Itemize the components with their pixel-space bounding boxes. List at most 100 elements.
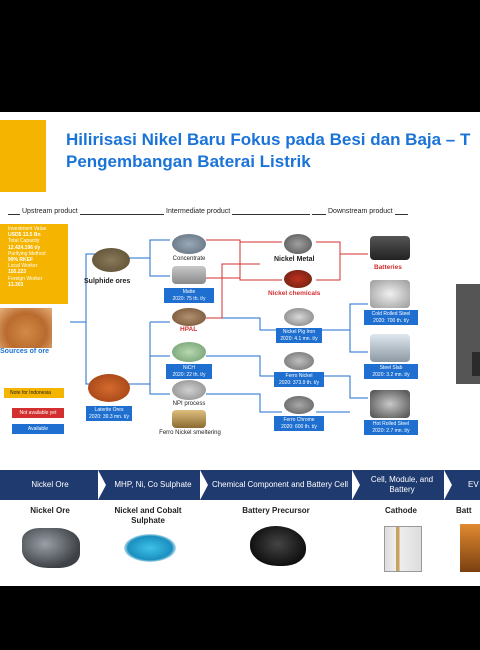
sulphide-ores-image — [92, 248, 130, 272]
nickel-pig-iron-image — [284, 308, 314, 326]
steel-slab-label: Steel Slab — [379, 365, 403, 371]
upstream-label: Upstream product — [20, 208, 80, 215]
legend-available: Available — [12, 424, 64, 434]
hot-rolled-capacity: 2020: 2.7 mn. t/y — [372, 427, 410, 434]
npi-badge: Nickel Pig Iron 2020: 4.1 mn. t/y — [276, 328, 322, 343]
upstream-header: Upstream product — [8, 208, 98, 220]
info-line: USD$ 13.5 Bn — [8, 232, 41, 239]
cold-rolled-label: Cold Rolled Steel — [371, 311, 411, 317]
info-line: Foreign Worker — [8, 275, 43, 282]
battery-image — [460, 524, 480, 572]
info-line: Purifying Method — [8, 250, 46, 257]
info-line: Investment Value — [8, 226, 47, 232]
npi-process-image — [172, 380, 206, 400]
laterite-ores-image — [88, 374, 130, 402]
ferro-smelting-image — [172, 410, 206, 428]
nich-capacity: 2020: 22 th. t/y — [172, 371, 206, 378]
flow-connectors — [70, 239, 368, 413]
precursor-image — [250, 526, 306, 566]
ferro-chrome-badge: Ferro Chrome 2020: 600 th. t/y — [274, 416, 324, 431]
step-ev: EV — [468, 480, 479, 489]
downstream-label: Downstream product — [326, 208, 395, 215]
legend-not-available: Not available yet — [12, 408, 64, 418]
laterite-ores-badge: Laterite Ores 2020: 39.3 mn. t/y — [86, 406, 132, 421]
ferro-chrome-image — [284, 396, 314, 414]
ore-pile-image — [0, 308, 52, 348]
slide-title-line2: Pengembangan Baterai Listrik — [66, 152, 311, 171]
nich-badge: NiCH 2020: 22 th. t/y — [166, 364, 212, 379]
sources-of-ore-label: Sources of ore — [0, 348, 50, 355]
downstream-header: Downstream product — [312, 208, 408, 220]
concentrate-label: Concentrate — [172, 256, 206, 262]
ferro-nickel-badge: Ferro Nickel 2020: 373.9 th. t/y — [274, 372, 324, 387]
nickel-ore-image — [22, 528, 80, 568]
steel-slab-capacity: 2020: 3.2 mn. t/y — [372, 371, 410, 378]
legend-note: Note for Indonesia — [4, 388, 64, 398]
presentation-slide: Hilirisasi Nikel Baru Fokus pada Besi da… — [0, 112, 480, 586]
info-line: 13.303 — [8, 281, 24, 288]
intermediate-header: Intermediate product — [98, 208, 310, 220]
matte-capacity: 2020: 75 th. t/y — [172, 295, 206, 302]
product-nickel-ore-label: Nickel Ore — [30, 506, 70, 515]
info-line: Total Capacity — [8, 238, 40, 245]
nickel-metal-label: Nickel Metal — [274, 256, 315, 263]
nickel-metal-image — [284, 234, 312, 254]
hpal-image — [172, 308, 206, 326]
cold-rolled-image — [370, 280, 410, 308]
nich-image — [172, 342, 206, 362]
laterite-ores-capacity: 2020: 39.3 mn. t/y — [88, 413, 130, 420]
ferro-nickel-label: Ferro Nickel — [285, 373, 313, 379]
hot-rolled-label: Hot Rolled Steel — [372, 421, 410, 427]
product-precursor-label: Battery Precursor — [242, 506, 310, 515]
slide-title: Hilirisasi Nikel Baru Fokus pada Besi da… — [66, 129, 480, 173]
accent-bar — [0, 120, 46, 192]
matte-image — [172, 266, 206, 284]
process-strip — [0, 470, 480, 500]
slide-title-line1: Hilirisasi Nikel Baru Fokus pada Besi da… — [66, 130, 471, 149]
matte-badge: Matte 2020: 75 th. t/y — [164, 288, 214, 303]
step-nickel-ore: Nickel Ore — [31, 480, 69, 489]
steel-slab-badge: Steel Slab 2020: 3.2 mn. t/y — [364, 364, 418, 379]
info-line: 12.424.196 t/y — [8, 244, 41, 251]
batteries-image — [370, 236, 410, 260]
nickel-chemicals-image — [284, 270, 312, 288]
batteries-label: Batteries — [374, 264, 402, 271]
hot-rolled-badge: Hot Rolled Steel 2020: 2.7 mn. t/y — [364, 420, 418, 435]
step-chemical-component: Chemical Component and Battery Cell — [211, 480, 349, 489]
sulphide-ores-label: Sulphide ores — [84, 278, 131, 285]
ferro-nickel-image — [284, 352, 314, 370]
step-cell-module-battery: Cell, Module, and Battery — [370, 475, 434, 494]
step-divider — [352, 470, 360, 500]
info-line: 155.223 — [8, 269, 27, 276]
ferro-nickel-capacity: 2020: 373.9 th. t/y — [278, 379, 320, 386]
steel-slab-image — [370, 334, 410, 362]
concentrate-image — [172, 234, 206, 254]
cold-rolled-badge: Cold Rolled Steel 2020: 700 th. t/y — [364, 310, 418, 325]
ferro-chrome-capacity: 2020: 600 th. t/y — [281, 423, 317, 430]
step-divider — [200, 470, 208, 500]
product-battery-label: Batt — [456, 506, 472, 515]
info-line: Local Worker — [8, 263, 38, 270]
step-divider — [98, 470, 106, 500]
side-panel-dark — [472, 352, 480, 376]
matte-label: Matte — [182, 289, 196, 295]
product-sulphate-label: Nickel and Cobalt Sulphate — [114, 506, 182, 525]
investment-info-box: Investment Value USD$ 13.5 Bn Total Capa… — [0, 224, 68, 304]
npi-capacity: 2020: 4.1 mn. t/y — [280, 335, 318, 342]
nickel-chemicals-label: Nickel chemicals — [268, 290, 321, 297]
cathode-image — [384, 526, 422, 572]
laterite-ores-label: Laterite Ores — [94, 407, 124, 413]
hot-rolled-image — [370, 390, 410, 418]
nich-label: NiCH — [183, 365, 195, 371]
npi-process-label: NPI process — [172, 401, 206, 407]
sulphate-image — [124, 534, 176, 562]
step-divider — [444, 470, 452, 500]
ferro-chrome-label: Ferro Chrome — [283, 417, 315, 423]
npi-label: Nickel Pig Iron — [282, 329, 316, 335]
info-line: 99% RKEF — [8, 257, 34, 264]
hpal-label: HPAL — [180, 326, 198, 333]
ferro-smelting-label: Ferro Nickel smeltering — [159, 430, 221, 436]
intermediate-label: Intermediate product — [164, 208, 233, 215]
product-cathode-label: Cathode — [385, 506, 417, 515]
step-mhp-sulphate: MHP, Ni, Co Sulphate — [114, 480, 192, 489]
